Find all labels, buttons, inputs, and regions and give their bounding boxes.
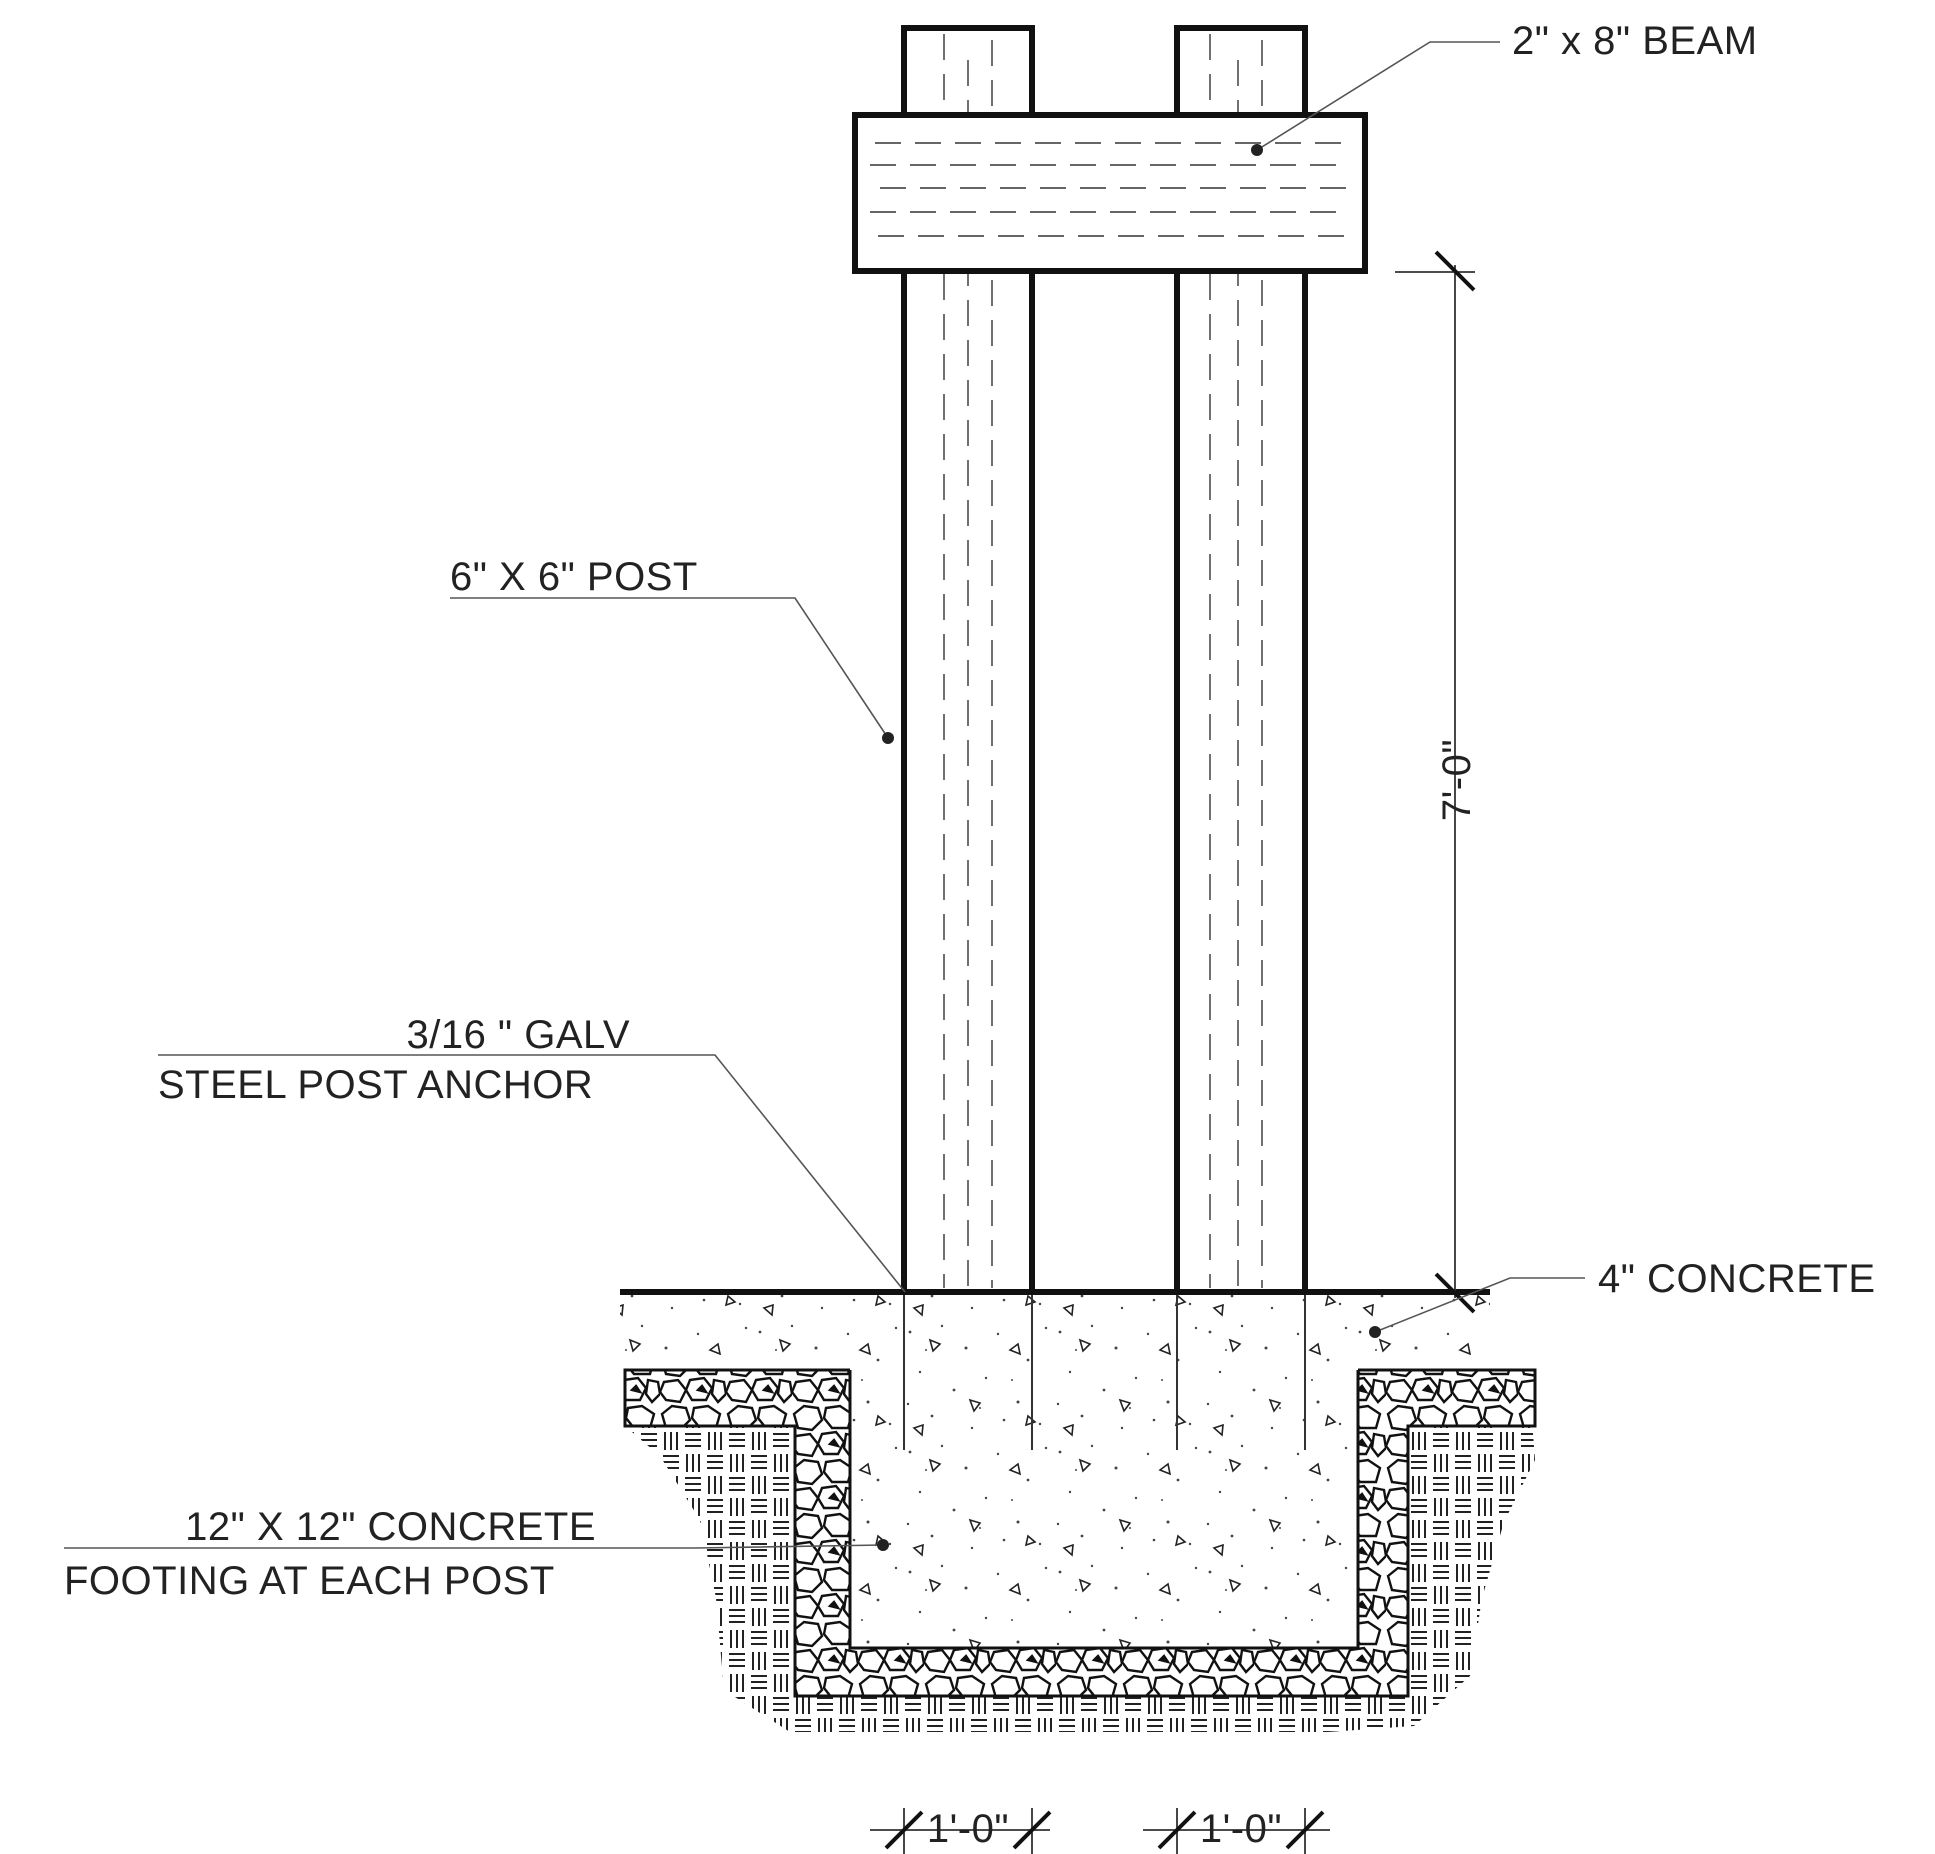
footing-callout: 12" X 12" CONCRETE FOOTING AT EACH POST	[64, 1505, 889, 1603]
left-footing-width-label: 1'-0"	[927, 1807, 1009, 1851]
anchor-label-line2: STEEL POST ANCHOR	[158, 1063, 593, 1107]
post-callout: 6" X 6" POST	[450, 555, 894, 744]
footing-outline	[848, 1370, 1360, 1650]
embedded-post-lines	[903, 1294, 1306, 1450]
right-footing-width-label: 1'-0"	[1200, 1807, 1282, 1851]
concrete-slab-and-footing	[620, 1294, 1490, 1648]
slab-callout: 4" CONCRETE	[1369, 1257, 1876, 1338]
anchor-callout: 3/16 " GALV STEEL POST ANCHOR	[158, 1013, 906, 1293]
left-footing-width-dimension: 1'-0"	[870, 1807, 1052, 1854]
post-height-dimension-label: 7'-0"	[1435, 739, 1479, 821]
anchor-label-line1: 3/16 " GALV	[406, 1013, 630, 1057]
beam	[852, 112, 1368, 274]
post-height-dimension: 7'-0"	[1395, 250, 1479, 1314]
slab-label: 4" CONCRETE	[1598, 1257, 1876, 1301]
beam-callout: 2" x 8" BEAM	[1251, 19, 1758, 156]
post-label: 6" X 6" POST	[450, 555, 698, 599]
right-footing-width-dimension: 1'-0"	[1143, 1807, 1330, 1854]
footing-label-line2: FOOTING AT EACH POST	[64, 1559, 555, 1603]
footing-label-line1: 12" X 12" CONCRETE	[185, 1505, 596, 1549]
beam-label: 2" x 8" BEAM	[1512, 19, 1758, 63]
